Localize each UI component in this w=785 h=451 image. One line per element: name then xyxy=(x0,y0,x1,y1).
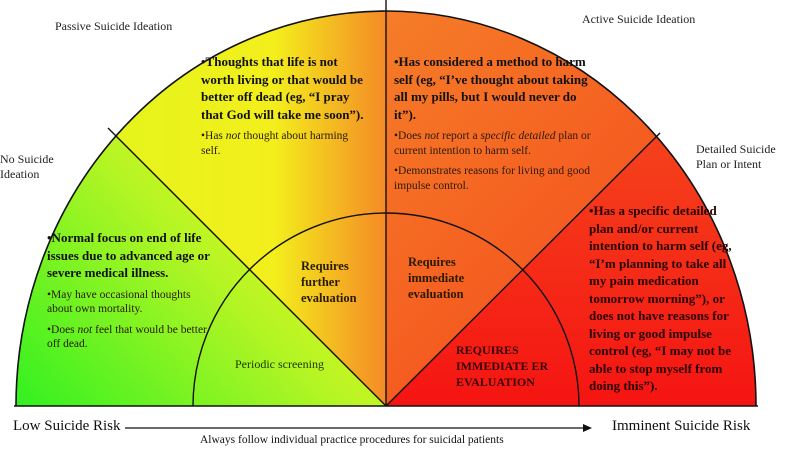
emphasis: not xyxy=(424,130,440,142)
semicircle-fill xyxy=(16,11,756,406)
action-further-evaluation: Requires further evaluation xyxy=(301,258,357,306)
segment-no-ideation: •Normal focus on end of life issues due … xyxy=(47,229,217,358)
text: immediate xyxy=(408,271,465,285)
text: •Does xyxy=(47,323,78,336)
practice-note: Always follow individual practice proced… xyxy=(200,434,504,446)
segment-passive: •Thoughts that life is not worth living … xyxy=(201,53,369,164)
text: REQUIRES xyxy=(456,343,519,357)
text: •Does xyxy=(394,130,425,142)
label-passive-ideation: Passive Suicide Ideation xyxy=(55,19,173,33)
label-detailed-plan: Detailed Suicide Plan or Intent xyxy=(696,142,776,172)
no-ideation-main: •Normal focus on end of life issues due … xyxy=(47,230,210,280)
label-detailed-plan-l2: Plan or Intent xyxy=(696,157,762,171)
text: •Has xyxy=(201,130,226,142)
action-er-evaluation: REQUIRES IMMEDIATE ER EVALUATION xyxy=(456,342,548,390)
segment-active: •Has considered a method to harm self (e… xyxy=(394,53,594,199)
text: report a xyxy=(439,130,481,142)
text: plan or current intention to harm self. xyxy=(394,130,591,157)
text: feel that would be better off dead. xyxy=(47,323,207,351)
label-no-ideation: No Suicide Ideation xyxy=(0,152,54,182)
detailed-main: •Has a specific detailed plan and/or cur… xyxy=(589,203,732,393)
text: further xyxy=(301,275,340,289)
action-immediate-evaluation: Requires immediate evaluation xyxy=(408,254,464,302)
label-detailed-plan-l1: Detailed Suicide xyxy=(696,142,776,156)
text: Requires xyxy=(301,259,349,273)
axis-low-risk: Low Suicide Risk xyxy=(13,418,121,434)
emphasis: specific detailed xyxy=(480,130,556,142)
active-main: •Has considered a method to harm self (e… xyxy=(394,54,588,122)
text: thought about harming self. xyxy=(201,130,349,157)
label-no-ideation-l2: Ideation xyxy=(0,167,40,181)
passive-point1: •Has not thought about harming self. xyxy=(201,129,369,158)
text: Requires xyxy=(408,255,456,269)
label-no-ideation-l1: No Suicide xyxy=(0,152,54,166)
passive-main: •Thoughts that life is not worth living … xyxy=(201,54,364,122)
active-point1: •Does not report a specific detailed pla… xyxy=(394,129,594,158)
text: evaluation xyxy=(408,287,464,301)
emphasis: not xyxy=(225,130,241,142)
text: evaluation xyxy=(301,291,357,305)
axis-imminent-risk: Imminent Suicide Risk xyxy=(612,418,751,434)
segment-detailed: •Has a specific detailed plan and/or cur… xyxy=(589,202,739,395)
active-point2: •Demonstrates reasons for living and goo… xyxy=(394,165,590,192)
label-active-ideation: Active Suicide Ideation xyxy=(582,12,696,26)
text: IMMEDIATE ER xyxy=(456,359,549,373)
no-ideation-point2: •Does not feel that would be better off … xyxy=(47,323,217,352)
action-periodic-screening: Periodic screening xyxy=(235,357,324,371)
no-ideation-point1: •May have occasional thoughts about own … xyxy=(47,288,191,316)
emphasis: not xyxy=(77,323,93,336)
text: EVALUATION xyxy=(456,375,535,389)
